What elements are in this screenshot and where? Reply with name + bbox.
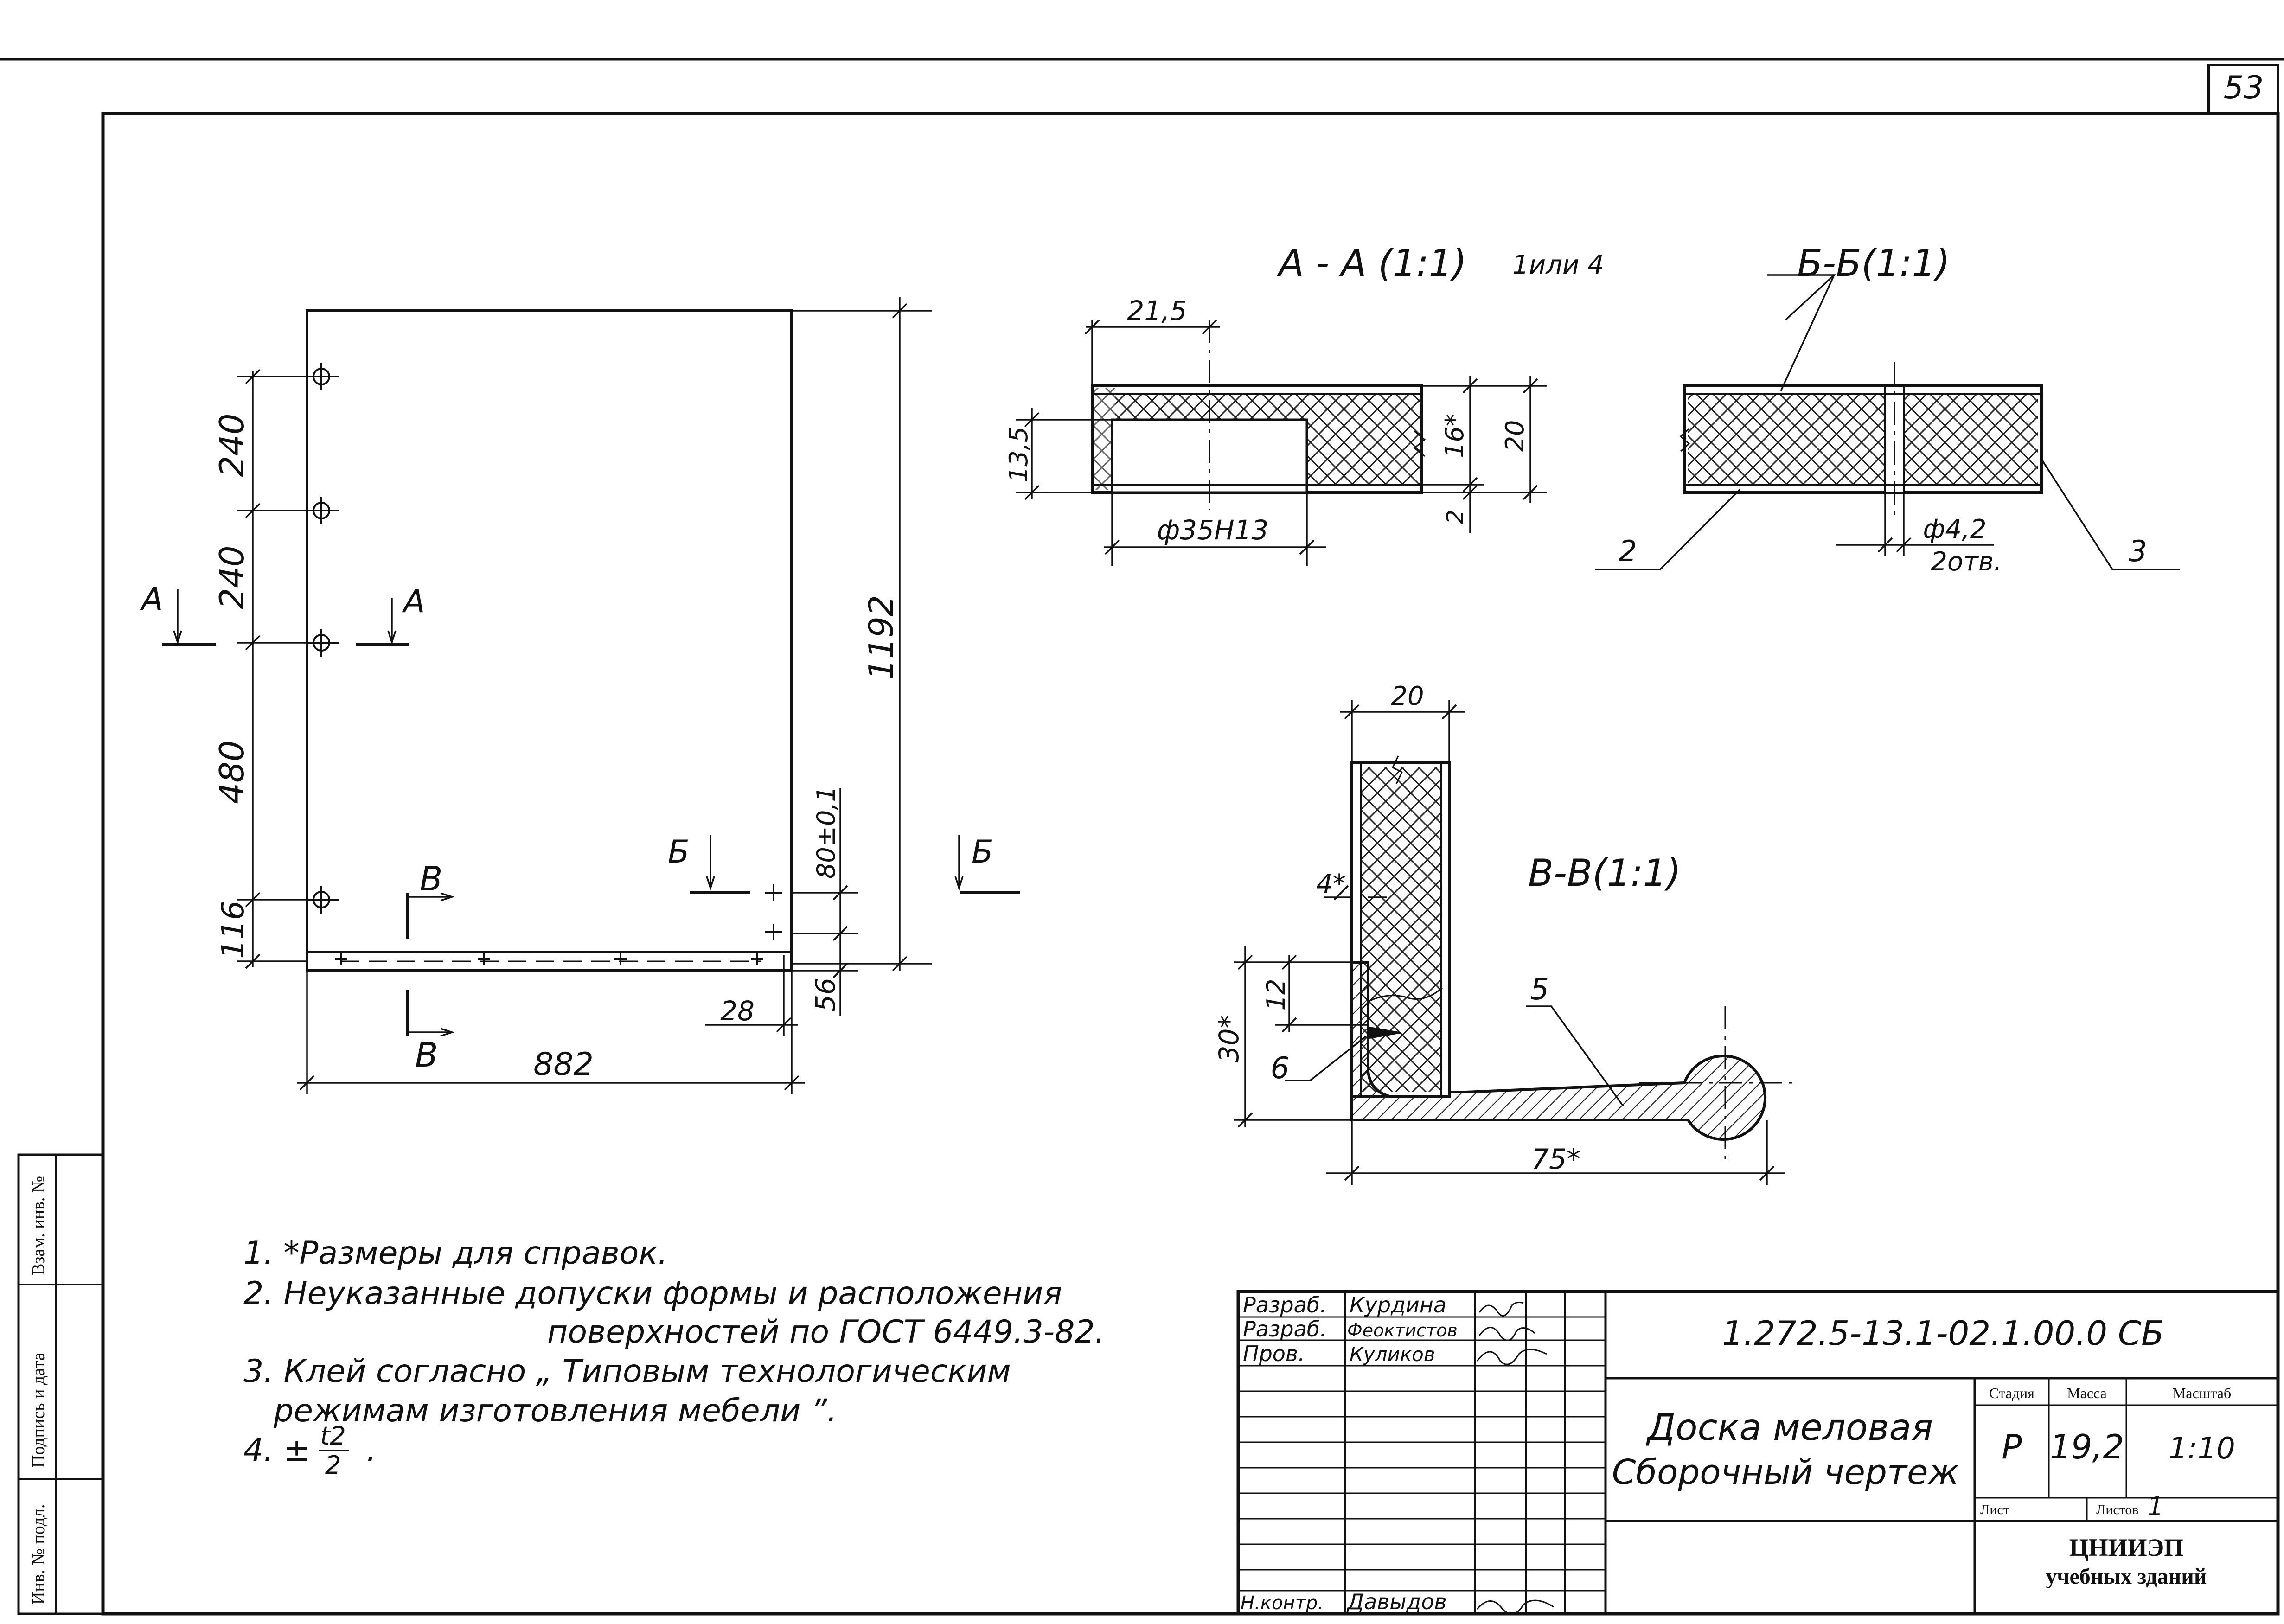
dim-label: 240 [212,545,251,609]
person-name: Куликов [1350,1343,1435,1366]
position-number: 2 [1619,534,1637,568]
section-bb-labels: Б-Б(1:1) 1или 4 ф4,2 2отв. 2 3 [1512,242,2147,577]
side-stamp [17,1153,104,1615]
notes: 1. *Размеры для справок. 2. Неуказанные … [243,1235,1105,1480]
dim-label: 56 [810,978,841,1012]
section-title: Б-Б(1:1) [1797,242,1950,285]
position-number: 3 [2129,534,2147,568]
note-line: режимам изготовления мебели ”. [273,1393,837,1429]
note-line: поверхностей по ГОСТ 6449.3-82. [547,1314,1105,1350]
scale-value: 1:10 [2169,1432,2235,1466]
dim-label: 882 [533,1046,594,1083]
callout: 1или 4 [1512,250,1604,280]
dim-label: 1192 [862,595,901,680]
section-aa-labels: А - А (1:1) 21,5 13,5 ф35Н13 16* 20 2 [1004,242,1529,546]
dim-label: 20 [1391,681,1424,711]
role-label: Н.контр. [1241,1592,1324,1614]
dim-label: 480 [212,740,251,804]
dim-label: 240 [212,413,251,477]
note-line: 3. Клей согласно „ Типовым технологическ… [243,1353,1011,1390]
dim-label: 80±0,1 [812,786,841,879]
role-label: Разраб. [1243,1292,1327,1317]
person-name: Курдина [1350,1292,1446,1317]
section-title: В-В(1:1) [1528,851,1681,895]
section-mark: А [140,581,163,618]
mass-value: 19,2 [2050,1427,2124,1466]
role-label: Пров. [1243,1341,1305,1366]
svg-text:.: . [366,1432,377,1469]
dim-label: 13,5 [1004,427,1033,482]
front-view-labels: 240 240 480 116 1192 882 80±0,1 56 28 А … [140,413,993,1083]
sheets-label: Листов [2096,1502,2139,1517]
title-block [1236,1290,2280,1616]
role-label: Разраб. [1243,1317,1327,1342]
section-mark: В [415,1036,438,1074]
item-name: Доска меловая [1646,1407,1933,1449]
section-mark: Б [972,834,993,870]
section-mark: Б [668,834,690,870]
dim-label: ф4,2 [1923,514,1987,544]
section-mark: В [420,859,442,898]
dim-label: 4* [1316,869,1346,899]
person-name: Феоктистов [1347,1320,1458,1341]
dim-label: 2 [1442,510,1469,524]
column-header: Масштаб [2173,1385,2231,1401]
dim-label: 16* [1440,414,1469,458]
dim-label: 20 [1500,420,1529,452]
note-fraction: t2 [320,1421,346,1451]
dim-label: 12 [1261,979,1291,1011]
chalk-tray-profile [1350,961,1767,1141]
document-code: 1.272.5-13.1-02.1.00.0 СБ [1722,1314,2164,1353]
column-header: Стадия [1989,1385,2034,1401]
side-stamp-label: Взам. инв. № [29,1176,48,1275]
stage-value: Р [2002,1427,2022,1466]
position-number: 5 [1530,972,1549,1007]
note-line: 1. *Размеры для справок. [243,1235,668,1272]
section-vv [1234,700,1799,1185]
item-name: Сборочный чертеж [1612,1452,1959,1492]
dim-label: 30* [1213,1015,1245,1063]
note-fraction: 2 [325,1451,341,1480]
front-view [162,297,1020,1094]
drawing-frame [101,112,2280,1616]
person-name: Давыдов [1346,1589,1447,1614]
side-stamp-label: Инв. № подл. [29,1504,48,1605]
organization: ЦНИИЭП [2069,1534,2184,1561]
note-line: 4. ± [243,1432,310,1469]
page-number: 53 [2224,70,2264,106]
dim-label: 28 [720,995,755,1027]
note-line: 2. Неуказанные допуски формы и расположе… [243,1275,1062,1312]
dim-label: 116 [215,901,251,959]
board-outline [306,309,793,972]
column-header: Масса [2067,1385,2107,1401]
position-number: 6 [1271,1051,1290,1086]
dim-label: 75* [1531,1143,1580,1176]
side-stamp-label: Подпись и дата [29,1353,48,1468]
section-bb [1595,274,2180,570]
organization: учебных зданий [2046,1564,2207,1589]
section-mark: А [402,583,425,620]
section-vv-labels: В-В(1:1) 20 4* 12 30* 75* 5 6 [1213,681,1681,1176]
section-aa [1016,319,1547,566]
dim-label: 21,5 [1127,295,1187,326]
dim-label: 2отв. [1931,547,2002,577]
sheets-total: 1 [2147,1492,2164,1522]
dim-label: ф35Н13 [1157,514,1269,546]
section-title: А - А (1:1) [1276,242,1467,285]
sheet-label: Лист [1980,1502,2009,1517]
title-block-text: Разраб. Разраб. Пров. Н.контр. Курдина Ф… [1241,1292,2235,1614]
